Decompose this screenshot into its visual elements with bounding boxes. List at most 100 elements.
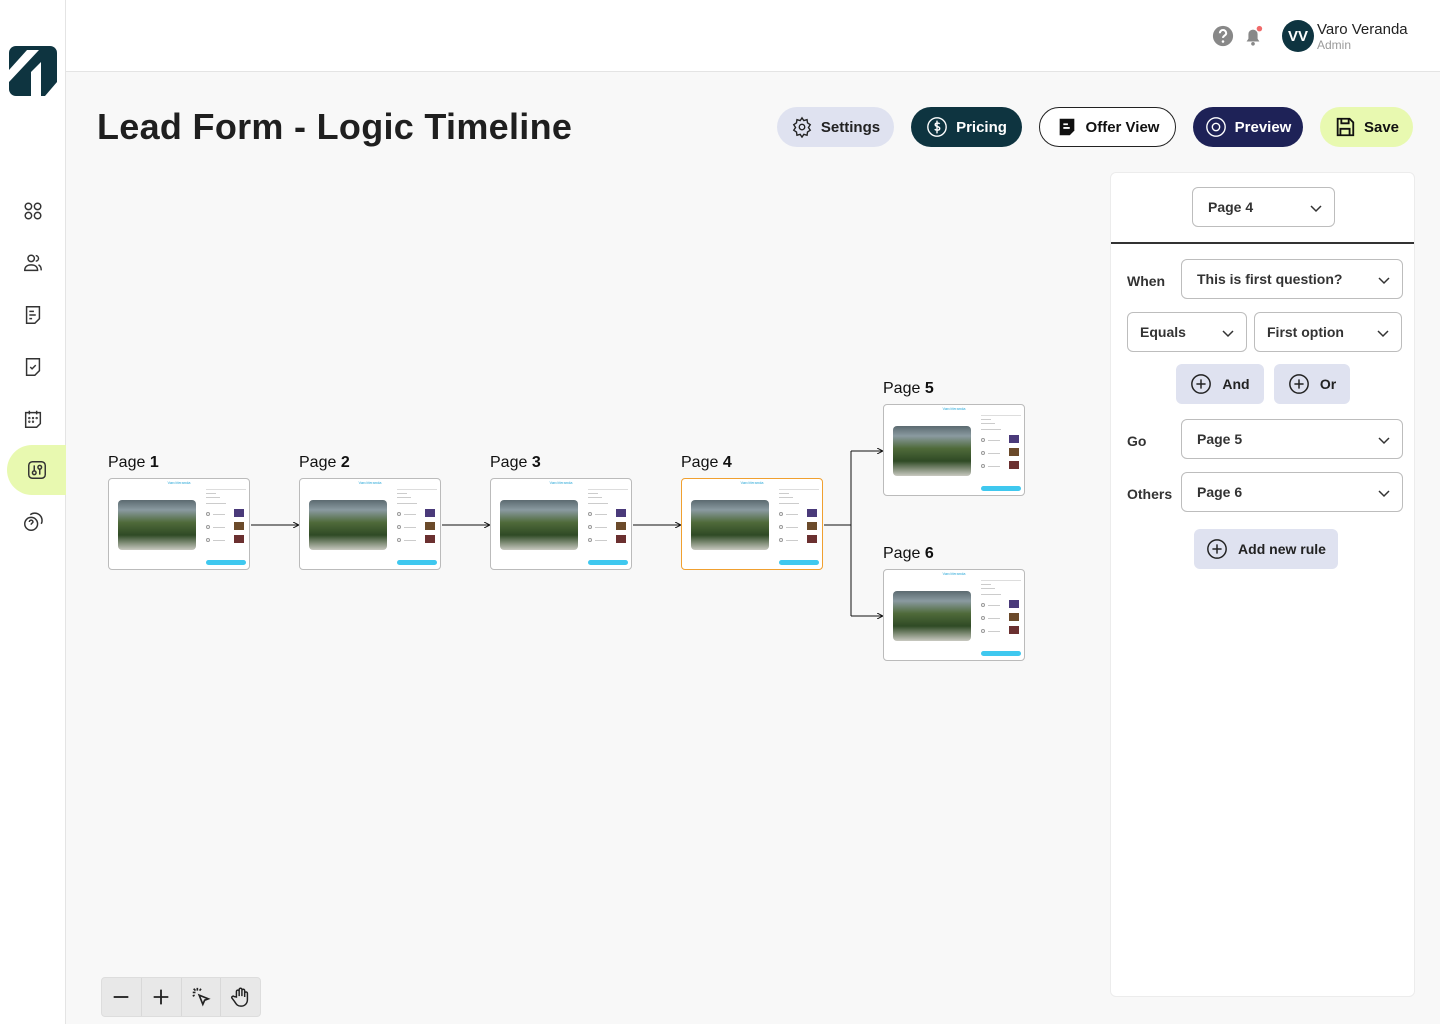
page-node-thumbnail[interactable]: VaroVeranda: [681, 478, 823, 570]
operator-value: Equals: [1140, 324, 1186, 340]
and-label: And: [1222, 376, 1250, 392]
go-select[interactable]: Page 5: [1181, 419, 1403, 459]
page-node-thumbnail[interactable]: VaroVeranda: [299, 478, 441, 570]
thumbnail-option-text: [988, 618, 1000, 619]
pricing-button[interactable]: Pricing: [911, 107, 1022, 147]
pricing-label: Pricing: [956, 118, 1007, 136]
page-label: Page 4: [681, 454, 732, 472]
thumbnail-swatch: [425, 509, 435, 517]
page-label: Page 6: [883, 545, 934, 563]
settings-button[interactable]: Settings: [777, 107, 894, 147]
others-select[interactable]: Page 6: [1181, 472, 1403, 512]
page-label: Page 1: [108, 454, 159, 472]
preview-button[interactable]: Preview: [1193, 107, 1303, 147]
zoom-out-button[interactable]: [102, 978, 142, 1016]
logo: [9, 46, 57, 96]
go-value: Page 5: [1197, 431, 1243, 447]
thumbnail-option-text: [595, 540, 607, 541]
page-label-prefix: Page: [883, 545, 925, 562]
sidebar: [0, 0, 66, 1024]
thumbnail-button: [981, 651, 1021, 656]
thumbnail-option: [779, 525, 783, 529]
thumbnail-image: [500, 500, 578, 550]
thumbnail-image: [691, 500, 769, 550]
thumbnail-swatch: [616, 535, 626, 543]
page-label-number: 5: [924, 380, 934, 397]
offer-view-button[interactable]: Offer View: [1039, 107, 1176, 147]
thumbnail-option: [779, 538, 783, 542]
sidebar-item-tasks[interactable]: [0, 342, 66, 392]
rules-panel: [1110, 172, 1415, 997]
operator-select[interactable]: Equals: [1127, 312, 1247, 352]
thumbnail-brand: VaroVeranda: [740, 480, 764, 485]
pan-tool-button[interactable]: [221, 978, 260, 1016]
page-node-thumbnail[interactable]: VaroVeranda: [883, 404, 1025, 496]
thumbnail-option: [981, 438, 985, 442]
page-label-prefix: Page: [681, 454, 723, 471]
thumbnail-rule: [588, 489, 628, 490]
thumbnail-text: [397, 493, 407, 494]
help-icon[interactable]: [1212, 25, 1234, 47]
preview-label: Preview: [1234, 118, 1292, 136]
zoom-in-button[interactable]: [142, 978, 182, 1016]
sidebar-item-dashboard[interactable]: [0, 186, 66, 236]
thumbnail-swatch: [234, 509, 244, 517]
thumbnail-brand: VaroVeranda: [167, 480, 191, 485]
plus-circle-icon: [1207, 539, 1227, 559]
add-new-rule-button[interactable]: Add new rule: [1194, 529, 1338, 569]
thumbnail-swatch: [234, 535, 244, 543]
bell-icon[interactable]: [1242, 25, 1264, 47]
thumbnail-text: [397, 497, 411, 498]
add-or-condition-button[interactable]: Or: [1274, 364, 1350, 404]
eye-icon: [1205, 117, 1226, 137]
thumbnail-image: [893, 426, 971, 476]
thumbnail-option-text: [595, 514, 607, 515]
sidebar-item-calendar[interactable]: [0, 394, 66, 444]
page-label-prefix: Page: [299, 454, 341, 471]
settings-label: Settings: [820, 118, 881, 136]
page-node-thumbnail[interactable]: VaroVeranda: [883, 569, 1025, 661]
document-icon: [25, 306, 41, 324]
page-node-thumbnail[interactable]: VaroVeranda: [108, 478, 250, 570]
thumbnail-button: [779, 560, 819, 565]
thumbnail-text: [588, 503, 608, 504]
save-button[interactable]: Save: [1320, 107, 1413, 147]
thumbnail-option-text: [213, 527, 225, 528]
sidebar-item-logic[interactable]: [7, 445, 66, 495]
thumbnail-swatch: [616, 509, 626, 517]
grid-icon: [24, 202, 42, 220]
sidebar-item-help[interactable]: [0, 497, 66, 547]
top-header: [66, 0, 1440, 72]
minus-icon: [114, 996, 129, 998]
thumbnail-rule: [779, 489, 819, 490]
thumbnail-text: [981, 584, 991, 585]
sidebar-item-forms[interactable]: [0, 290, 66, 340]
thumbnail-swatch: [1009, 626, 1019, 634]
panel-divider: [1111, 242, 1414, 244]
thumbnail-text: [981, 594, 1001, 595]
thumbnail-swatch: [1009, 448, 1019, 456]
add-and-condition-button[interactable]: And: [1176, 364, 1264, 404]
thumbnail-image: [893, 591, 971, 641]
thumbnail-option: [206, 538, 210, 542]
page-select[interactable]: Page 4: [1192, 187, 1335, 227]
when-value: This is first question?: [1197, 271, 1343, 287]
select-tool-button[interactable]: [182, 978, 222, 1016]
thumbnail-option-text: [988, 440, 1000, 441]
avatar[interactable]: VV: [1282, 20, 1314, 52]
thumbnail-button: [206, 560, 246, 565]
when-select[interactable]: This is first question?: [1181, 259, 1403, 299]
canvas-controls: [101, 977, 261, 1017]
page-label-prefix: Page: [883, 380, 925, 397]
operand-select[interactable]: First option: [1254, 312, 1402, 352]
thumbnail-button: [397, 560, 437, 565]
sidebar-item-users[interactable]: [0, 238, 66, 288]
thumbnail-text: [779, 497, 793, 498]
thumbnail-option-text: [786, 540, 798, 541]
chevron-down-icon: [1222, 330, 1234, 338]
thumbnail-option: [981, 629, 985, 633]
thumbnail-option: [981, 616, 985, 620]
thumbnail-option: [206, 525, 210, 529]
page-node-thumbnail[interactable]: VaroVeranda: [490, 478, 632, 570]
